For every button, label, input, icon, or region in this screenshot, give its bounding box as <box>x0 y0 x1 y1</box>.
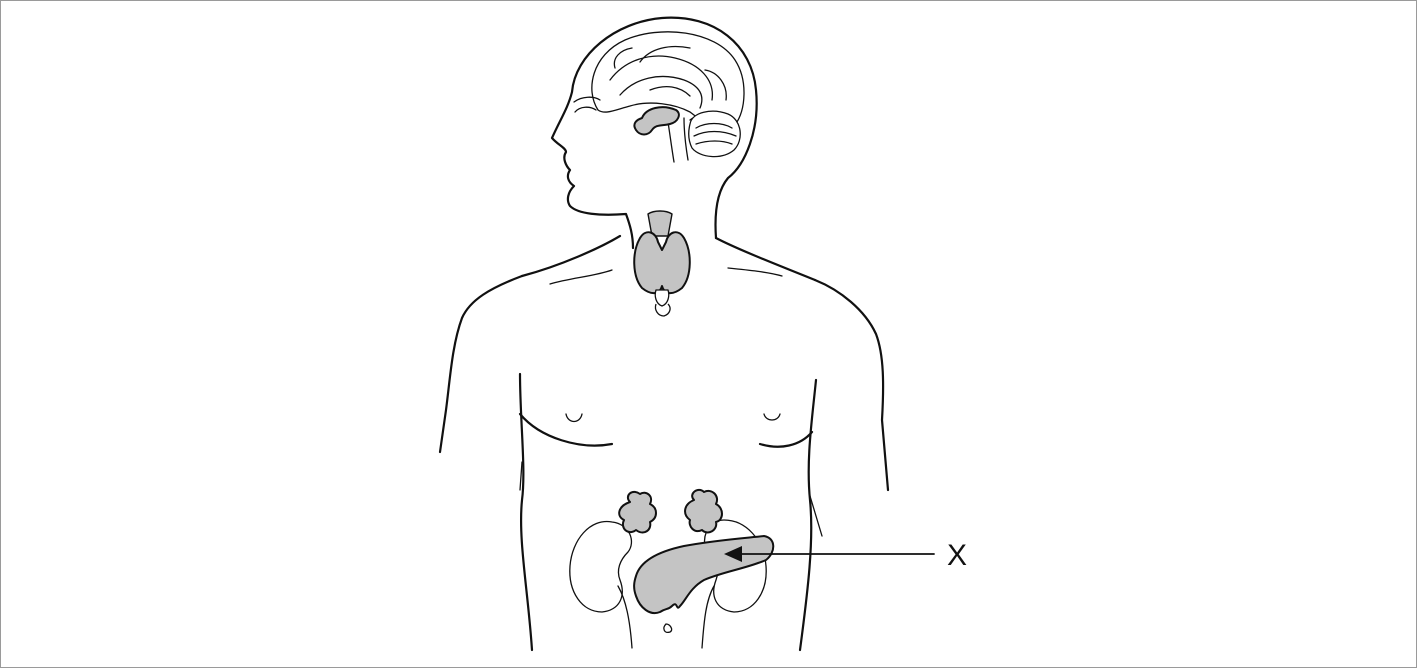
trachea <box>655 290 670 316</box>
cerebellum <box>689 111 741 156</box>
waist-mark <box>520 462 822 536</box>
ureter-right <box>702 586 714 648</box>
shoulder-left <box>440 276 522 452</box>
neck-right <box>716 238 815 280</box>
torso-right <box>800 380 816 650</box>
pituitary-gland <box>634 107 678 134</box>
adrenal-gland-left <box>619 492 656 533</box>
thyroid-gland <box>634 232 690 293</box>
chest-right <box>760 432 812 447</box>
chest-left <box>520 414 612 446</box>
eyebrow <box>574 97 600 102</box>
collarbone-right <box>728 268 782 276</box>
neck-left <box>522 236 620 276</box>
nipple-right <box>764 414 780 420</box>
nipple-left <box>566 414 582 422</box>
collarbone-left <box>550 270 612 284</box>
brain-folds <box>610 47 726 108</box>
shoulder-right <box>815 280 888 490</box>
adrenal-gland-right <box>685 490 722 533</box>
kidney-left <box>570 522 632 612</box>
pointer-label: X <box>947 539 967 572</box>
eye <box>575 107 596 112</box>
duodenum-detail <box>664 624 672 632</box>
